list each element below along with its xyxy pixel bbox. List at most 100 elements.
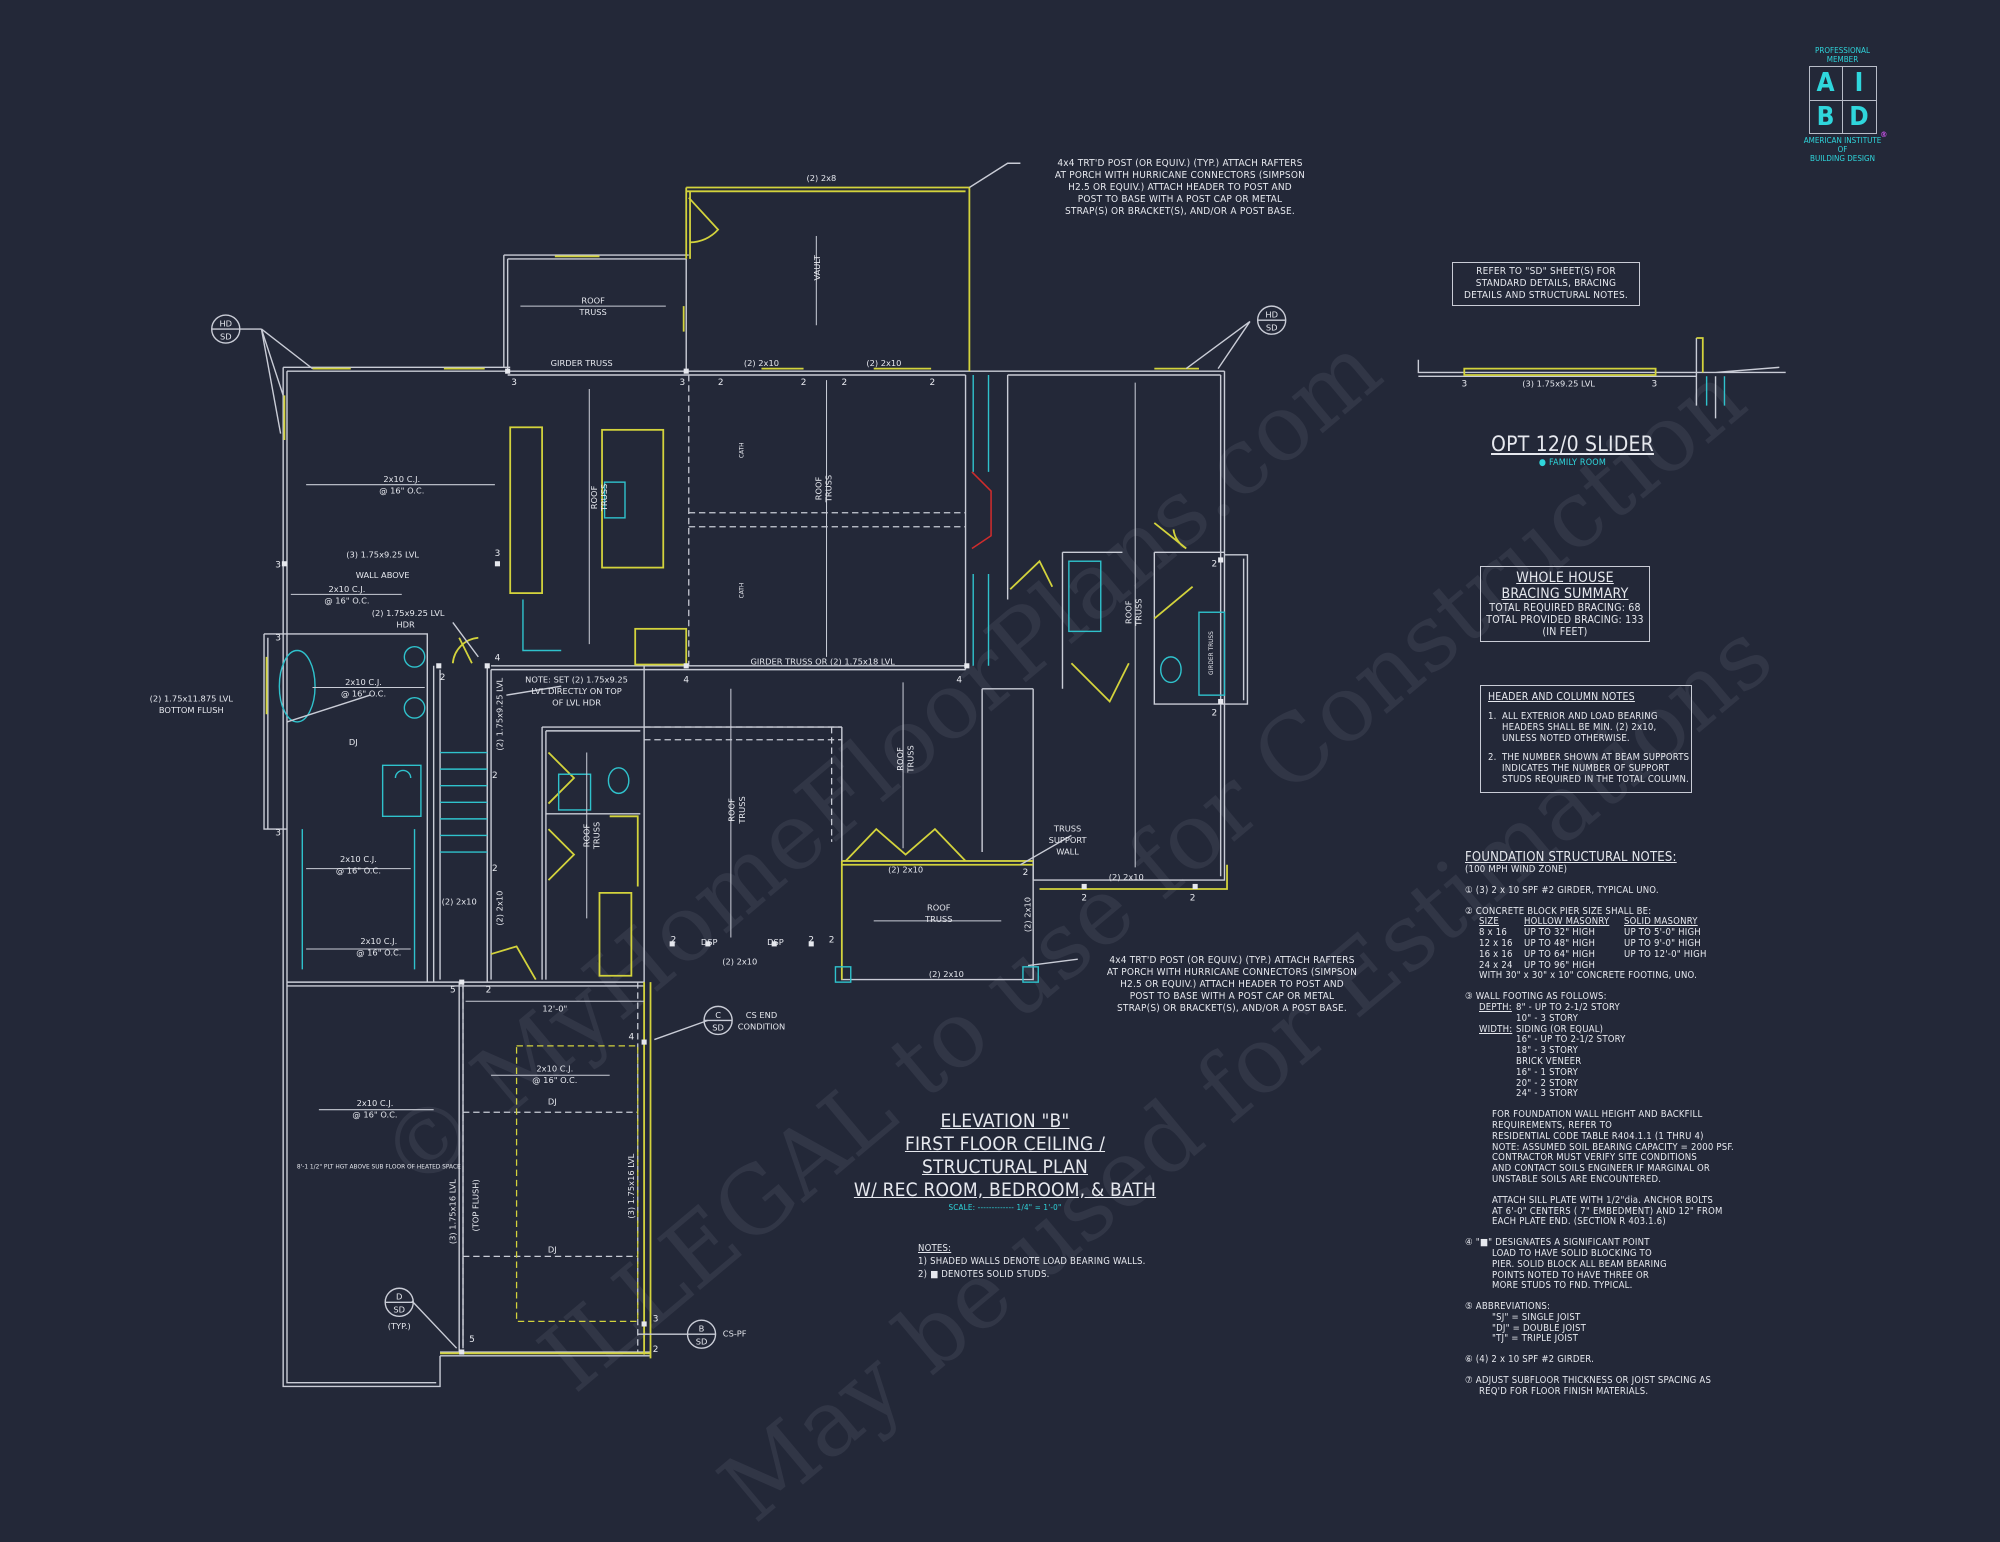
walls [263,254,1249,1388]
solid-studs [281,368,1224,1355]
label-roof: ROOF [895,747,905,771]
bubble-c: C [715,1010,721,1020]
stud-count: 3 [680,378,686,388]
label-lvl-hdr: (2) 1.75x9.25 LVL [372,608,445,618]
note-set-lvl: LVL DIRECTLY ON TOP [531,686,621,696]
label-2x10: (2) 2x10 [929,969,964,979]
dimension-12ft: 12'-0" [542,1003,567,1013]
note-line: EACH PLATE END. (SECTION R 403.1.6) [1492,1216,1666,1228]
stud-count: 2 [492,771,498,781]
note-number: 2. [1488,752,1497,763]
note-line: AND CONTACT SOILS ENGINEER IF MARGINAL O… [1492,1163,1711,1175]
title-line: FIRST FLOOR CEILING / [904,1133,1106,1155]
note-line: 1) SHADED WALLS DENOTE LOAD BEARING WALL… [918,1256,1146,1267]
note-line: STRAP(S) OR BRACKET(S), AND/OR A POST BA… [1117,1003,1347,1014]
logo-letter: B [1810,101,1843,134]
stud-count: 2 [492,864,498,874]
stud-count: 3 [1461,379,1467,389]
note-line: 10" - 3 STORY [1516,1012,1578,1024]
label-girder-or-lvl: GIRDER TRUSS OR (2) 1.75x18 LVL [751,657,896,667]
bubble-hd: HD [219,319,232,329]
pier-cell: UP TO 5'-0" HIGH [1624,927,1701,939]
note-line: THE NUMBER SHOWN AT BEAM SUPPORTS [1502,752,1690,763]
header-notes-title: HEADER AND COLUMN NOTES [1488,691,1635,703]
logo-letter: I [1842,67,1876,101]
bracing-provided: TOTAL PROVIDED BRACING: 133 [1486,614,1644,626]
label-dj: DJ [548,1245,557,1255]
pier-cell: 12 x 16 [1479,937,1513,949]
drawing-scale: SCALE: ------------- 1/4" = 1'-0" [948,1203,1062,1212]
stud-count: 4 [495,654,501,664]
label-girder-truss: GIRDER TRUSS [551,358,613,368]
foundation-note-4: ④ "■" DESIGNATES A SIGNIFICANT POINT [1465,1237,1650,1249]
stud-count: 2 [930,378,936,388]
label-oc: @ 16" O.C. [352,1109,397,1119]
title-line: STRUCTURAL PLAN [921,1156,1089,1178]
bubble-sd: SD [220,331,232,341]
stud-count: 3 [653,1314,659,1324]
load-bearing-walls [265,186,1228,1359]
note-line: POINTS NOTED TO HAVE THREE OR [1492,1269,1650,1281]
foundation-note-6: ⑥ (4) 2 x 10 SPF #2 GIRDER. [1465,1354,1595,1366]
label-cj: 2x10 C.J. [357,1098,394,1108]
bracing-summary-box: WHOLE HOUSE BRACING SUMMARY TOTAL REQUIR… [1480,566,1650,642]
label-cj: 2x10 C.J. [345,677,382,687]
note-line: POST TO BASE WITH A POST CAP OR METAL [1129,991,1335,1002]
label-2x10-vertical: (2) 2x10 [495,891,505,926]
drawing-notes: NOTES: 1) SHADED WALLS DENOTE LOAD BEARI… [918,1242,1198,1281]
span-arrows [290,235,1136,1111]
fireplace [971,471,992,550]
foundation-note-3: ③ WALL FOOTING AS FOLLOWS: [1465,991,1607,1003]
stud-count: 2 [1211,709,1217,719]
slider-beam-label: (3) 1.75x9.25 LVL [1522,378,1595,388]
label-2x10: (2) 2x10 [744,358,779,368]
label-truss-support: SUPPORT [1049,835,1088,845]
bracing-unit: (IN FEET) [1542,626,1588,638]
note-line: H2.5 OR EQUIV.) ATTACH HEADER TO POST AN… [1120,979,1344,990]
stud-count: 2 [1081,894,1087,904]
note-line: 2) ■ DENOTES SOLID STUDS. [918,1269,1050,1280]
stud-count: 2 [440,673,446,683]
stud-count: 2 [808,936,814,946]
note-line: AT 6'-0" CENTERS ( 7" EMBEDMENT) AND 12"… [1492,1205,1723,1217]
stud-count-labels: 3 3 2 2 2 2 3 3 3 3 2 4 4 4 2 2 5 2 4 3 … [275,378,1657,1355]
note-line: MORE STUDS TO FND. TYPICAL. [1492,1280,1633,1292]
label-dj: DJ [548,1097,557,1107]
note-line: UNSTABLE SOILS ARE ENCOUNTERED. [1492,1173,1662,1185]
logo-text: OF [1837,145,1848,154]
label-truss-support: WALL [1056,847,1079,857]
label-2x10: (2) 2x10 [722,956,757,966]
label-2x10: (2) 2x10 [866,358,901,368]
stud-count: 3 [495,549,501,559]
label-typ: (TYP.) [388,1321,411,1331]
foundation-subtitle: (100 MPH WIND ZONE) [1465,864,1568,875]
logo-text: MEMBER [1826,55,1859,64]
stud-count: 2 [842,378,848,388]
bracing-title: BRACING SUMMARY [1501,586,1629,602]
pier-cell: 16 x 16 [1479,948,1513,960]
stud-count: 3 [511,378,517,388]
note-line: 16" - UP TO 2-1/2 STORY [1516,1034,1626,1046]
note-line: HEADERS SHALL BE MIN. (2) 2x10, [1502,722,1657,733]
label-truss: TRUSS [824,475,834,503]
note-line: POST TO BASE WITH A POST CAP OR METAL [1077,194,1283,205]
stud-count: 2 [486,985,492,995]
note-line: 16" - 1 STORY [1516,1066,1578,1078]
label-dsp: DSP [701,937,718,947]
label-oc: @ 16" O.C. [379,486,424,496]
foundation-note-5: ⑤ ABBREVIATIONS: [1465,1301,1551,1313]
label-vault: VAULT [812,254,822,280]
note-line: INDICATES THE NUMBER OF SUPPORT [1502,763,1670,774]
note-line: REFER TO "SD" SHEET(S) FOR [1476,266,1616,277]
label-cj: 2x10 C.J. [360,936,397,946]
note-line: "SJ" = SINGLE JOIST [1492,1311,1581,1323]
note-line: 8" - UP TO 2-1/2 STORY [1516,1001,1620,1013]
label-oc: @ 16" O.C. [356,947,401,957]
slider-title: OPT 12/0 SLIDER [1491,432,1654,456]
label-oc: @ 16" O.C. [341,688,386,698]
title-line: ELEVATION "B" [940,1110,1070,1132]
label-cath: CATH [740,583,746,599]
label-roof: ROOF [581,296,605,306]
